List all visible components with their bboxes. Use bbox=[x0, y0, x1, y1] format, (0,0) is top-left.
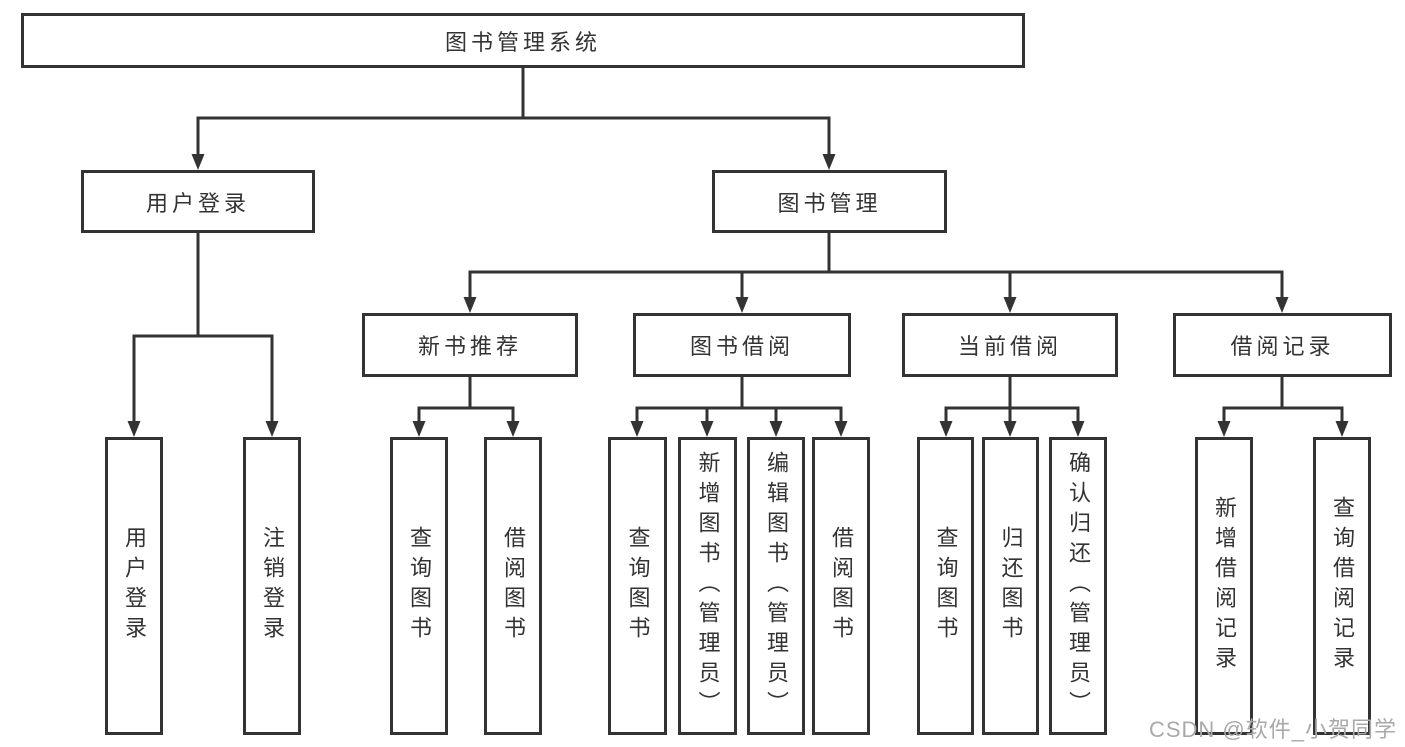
node-book-management-label: 图书管理 bbox=[777, 190, 882, 216]
leaf-return-book: 归还图书 bbox=[982, 437, 1039, 735]
leaf-edit-book-admin: 编辑图书（管理员） bbox=[747, 437, 805, 735]
leaf-user-login: 用户登录 bbox=[105, 437, 163, 735]
leaf-add-book-admin-label: 新增图书（管理员） bbox=[695, 451, 721, 721]
csdn-watermark: CSDN @软件_小贺同学 bbox=[1148, 717, 1397, 742]
leaf-query-borrow-record: 查询借阅记录 bbox=[1313, 437, 1371, 735]
leaf-query-books-current: 查询图书 bbox=[917, 437, 974, 735]
node-current-borrow: 当前借阅 bbox=[902, 313, 1118, 377]
node-new-book-recommend-label: 新书推荐 bbox=[417, 334, 522, 359]
leaf-edit-book-admin-label: 编辑图书（管理员） bbox=[764, 451, 789, 721]
node-borrow-records-label: 借阅记录 bbox=[1230, 334, 1335, 359]
node-root-label: 图书管理系统 bbox=[444, 29, 601, 55]
node-new-book-recommend: 新书推荐 bbox=[362, 313, 578, 377]
leaf-query-books-borrow: 查询图书 bbox=[608, 437, 667, 735]
node-user-login: 用户登录 bbox=[81, 170, 315, 233]
arrowheads bbox=[127, 154, 1349, 437]
leaf-query-books-recommend-label: 查询图书 bbox=[407, 526, 432, 646]
leaf-confirm-return-admin-label: 确认归还（管理员） bbox=[1066, 451, 1091, 721]
leaf-add-borrow-record: 新增借阅记录 bbox=[1195, 437, 1253, 735]
leaf-user-login-label: 用户登录 bbox=[122, 526, 147, 646]
node-borrow-records: 借阅记录 bbox=[1173, 313, 1392, 377]
leaf-logout: 注销登录 bbox=[243, 437, 301, 735]
leaf-query-borrow-record-label: 查询借阅记录 bbox=[1330, 496, 1355, 676]
leaf-logout-label: 注销登录 bbox=[260, 526, 285, 646]
node-book-borrow: 图书借阅 bbox=[633, 313, 851, 377]
leaf-borrow-books-recommend: 借阅图书 bbox=[484, 437, 542, 735]
leaf-borrow-books-recommend-label: 借阅图书 bbox=[501, 526, 526, 646]
leaf-query-books-recommend: 查询图书 bbox=[390, 437, 448, 735]
leaf-confirm-return-admin: 确认归还（管理员） bbox=[1049, 437, 1107, 735]
leaf-add-book-admin: 新增图书（管理员） bbox=[678, 437, 737, 735]
leaf-add-borrow-record-label: 新增借阅记录 bbox=[1212, 496, 1237, 676]
node-root: 图书管理系统 bbox=[21, 13, 1025, 68]
leaf-borrow-books-2-label: 借阅图书 bbox=[829, 526, 854, 646]
node-book-borrow-label: 图书借阅 bbox=[689, 334, 794, 359]
leaf-return-book-label: 归还图书 bbox=[998, 526, 1024, 646]
leaf-query-books-borrow-label: 查询图书 bbox=[625, 526, 651, 646]
leaf-query-books-current-label: 查询图书 bbox=[933, 526, 959, 646]
node-book-management: 图书管理 bbox=[712, 170, 947, 233]
node-user-login-label: 用户登录 bbox=[145, 190, 250, 216]
node-current-borrow-label: 当前借阅 bbox=[957, 334, 1062, 359]
leaf-borrow-books-2: 借阅图书 bbox=[812, 437, 870, 735]
